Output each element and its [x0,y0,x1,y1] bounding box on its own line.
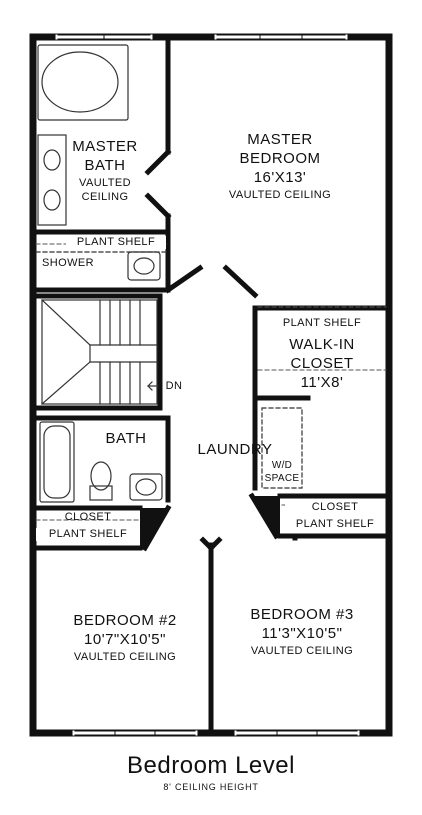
wall-wedge-left [140,508,168,548]
wd-space-label-2: SPACE [264,473,300,484]
master-bath-name-2: BATH [84,157,126,174]
master-bedroom-size: 16'X13' [253,169,307,186]
walk-in-closet-name-1: WALK-IN [289,336,355,353]
master-bath-note-2: CEILING [81,191,129,203]
plan-title: Bedroom Level [127,752,295,779]
bath-label: BATH [105,430,147,447]
master-bedroom-note: VAULTED CEILING [228,189,332,201]
wall-wedge-right [252,496,280,536]
walk-in-closet-size: 11'X8' [300,374,344,391]
bedroom2-name: BEDROOM #2 [73,612,177,629]
closet-right-shelf-label: PLANT SHELF [295,518,375,530]
plant-shelf-top-label: PLANT SHELF [66,236,166,250]
closet-right-label: CLOSET [285,501,385,515]
master-bedroom-name-2: BEDROOM [239,150,321,167]
bedroom3-size: 11'3"X10'5" [261,625,343,642]
floor-plan-drawing [29,33,393,737]
bedroom2-size: 10'7"X10'5" [84,631,166,648]
master-bath-name-1: MASTER [72,138,138,155]
walk-in-closet-name-2: CLOSET [290,355,354,372]
closet-left-shelf-label: PLANT SHELF [36,528,140,542]
fixtures [35,44,303,503]
master-bedroom-name-1: MASTER [247,131,313,148]
walk-in-shelf-label: PLANT SHELF [282,317,362,329]
shower-label: SHOWER [42,257,94,269]
bedroom3-note: VAULTED CEILING [250,645,354,657]
closet-left-label: CLOSET [64,511,112,523]
bedroom2-note: VAULTED CEILING [73,651,177,663]
bedroom3-name: BEDROOM #3 [250,606,354,623]
master-bath-note-1: VAULTED [79,177,131,189]
laundry-label: LAUNDRY [197,441,273,458]
plan-subtitle: 8' CEILING HEIGHT [163,782,259,792]
wd-space-label-1: W/D [271,460,293,471]
stairs-direction: DN [165,380,183,392]
